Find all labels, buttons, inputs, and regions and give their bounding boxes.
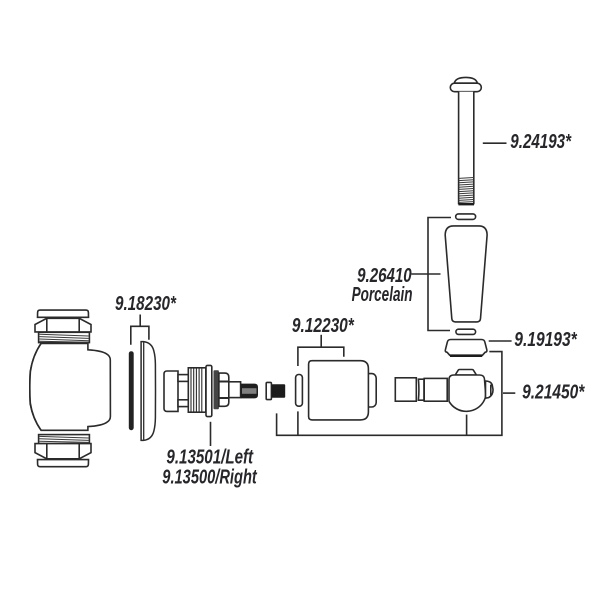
svg-text:Porcelain: Porcelain [352,284,413,306]
svg-text:9.24193*: 9.24193* [510,131,572,153]
svg-text:9.21450*: 9.21450* [522,382,585,404]
svg-text:9.18230*: 9.18230* [115,293,177,315]
svg-text:9.26410: 9.26410 [357,265,412,287]
svg-text:9.19193*: 9.19193* [514,329,577,351]
svg-text:9.13501/Left: 9.13501/Left [166,446,254,468]
svg-text:9.13500/Right: 9.13500/Right [162,467,257,489]
svg-text:9.12230*: 9.12230* [292,315,355,337]
